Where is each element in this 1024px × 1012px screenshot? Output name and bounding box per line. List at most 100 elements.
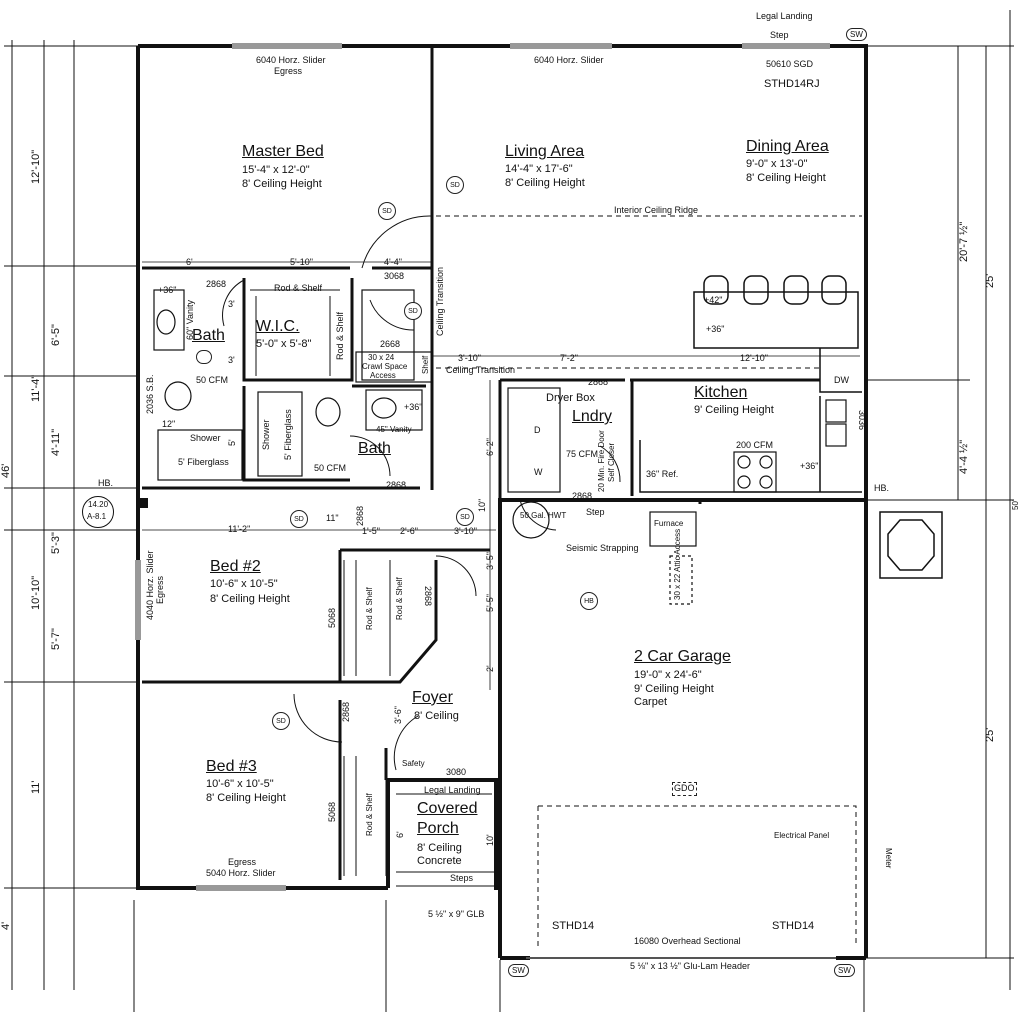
bath2-shower: Shower (261, 419, 271, 450)
porch-glb-beam: 5 ½" x 9" GLB (428, 909, 485, 919)
seismic-strapping: Seismic Strapping (566, 543, 639, 553)
left-dim-46: 46' (0, 463, 12, 478)
living-window-label: 6040 Horz. Slider (534, 55, 604, 65)
dim-2-6: 2'-6" (400, 526, 418, 536)
dim-12-10: 12'-10" (740, 353, 768, 363)
hall-rod-shelf: Rod & Shelf (395, 577, 404, 620)
section-number: 14.20 (88, 500, 109, 509)
dim-3-10: 3'-10" (458, 353, 481, 363)
shear-wall-top: SW (846, 28, 867, 41)
dim-10in: 10" (477, 498, 487, 512)
shear-wall-left: SW (508, 964, 529, 977)
dim-5: 5' (227, 439, 237, 446)
bath2-shower-mat: 5' Fiberglass (283, 409, 293, 460)
porch-material: Concrete (417, 855, 462, 867)
laundry-fire-door: 20 Min. Fire Door (597, 430, 606, 492)
ceiling-transition-vertical: Ceiling Transition (435, 266, 445, 336)
bed2-title: Bed #2 (210, 558, 261, 575)
bed2-ceiling: 8' Ceiling Height (210, 593, 290, 605)
dim-11-2: 11'-2" (228, 524, 251, 534)
legal-landing-top: Legal Landing (756, 11, 813, 21)
dim-11in: 11" (326, 513, 339, 523)
dim-3: 3' (228, 299, 235, 309)
porch-title: Covered (417, 800, 478, 817)
dishwasher-label: DW (834, 375, 849, 385)
meter-label: Meter (884, 848, 893, 869)
master-egress-label: Egress (274, 66, 303, 76)
bath1-shower: Shower (190, 433, 221, 443)
dim-2: 2' (485, 665, 495, 672)
bath1-plus36: +36" (158, 285, 177, 295)
bed2-closet-code: 5068 (327, 607, 337, 628)
bed3-rod-shelf: Rod & Shelf (365, 793, 374, 836)
bed3-egress: Egress (228, 857, 257, 867)
garage-door-opener: GDO (672, 782, 697, 796)
garage-title: 2 Car Garage (634, 648, 731, 665)
dim-5-10: 5'-10" (290, 257, 313, 267)
bed3-window: 5040 Horz. Slider (206, 868, 276, 878)
bath1-fan-icon (196, 350, 212, 364)
dim-2868-a: 2868 (206, 279, 227, 289)
smoke-detector-icon: SD (272, 712, 290, 730)
washer-label: W (534, 467, 543, 477)
dim-4-4: 4'-4" (384, 257, 402, 267)
section-sheet: A-8.1 (87, 512, 107, 521)
garage-sthd-right: STHD14 (772, 920, 815, 932)
dim-2868-e: 2868 (341, 701, 351, 722)
bed2-size: 10'-6" x 10'-5" (210, 578, 278, 590)
dim-3-6: 3'-6" (393, 706, 403, 724)
bar-stools (703, 275, 847, 305)
entry-door-code: 3080 (446, 767, 467, 777)
garage-header-spec: 5 ⅛" x 13 ½" Glu-Lam Header (630, 961, 750, 971)
dryer-label: D (534, 425, 541, 435)
electrical-panel: Electrical Panel (774, 831, 830, 840)
attic-access-label: 30 x 22 Attic Access (673, 528, 682, 600)
master-window-label: 6040 Horz. Slider (256, 55, 326, 65)
left-dim-4-11: 4'-11" (50, 428, 62, 456)
smoke-detector-icon: SD (446, 176, 464, 194)
ac-unit (879, 511, 943, 579)
door-swings (222, 215, 621, 771)
wic-rod-shelf-2: Rod & Shelf (335, 311, 345, 360)
dining-area-title: Dining Area (746, 138, 829, 155)
left-dim-5-3: 5'-3" (50, 532, 62, 554)
living-area-ceiling: 8' Ceiling Height (505, 177, 585, 189)
laundry-step: Step (586, 507, 605, 517)
heat-detector-icon: HB (580, 592, 598, 610)
hose-bib-marker (138, 498, 148, 508)
left-dim-6-5: 6'-5" (50, 324, 62, 346)
right-dim-25-top: 25' (984, 273, 996, 288)
smoke-detector-icon: SD (404, 302, 422, 320)
master-bed-title: Master Bed (242, 143, 324, 160)
wic-rod-shelf: Rod & Shelf (274, 283, 323, 293)
refrigerator-label: 36" Ref. (646, 469, 679, 479)
master-bed-size: 15'-4" x 12'-0" (242, 164, 310, 176)
smoke-detector-icon: SD (456, 508, 474, 526)
porch-legal-landing: Legal Landing (424, 785, 481, 795)
dining-area-ceiling: 8' Ceiling Height (746, 172, 826, 184)
bed3-size: 10'-6" x 10'-5" (206, 778, 274, 790)
wic-size: 5'-0" x 5'-8" (256, 338, 312, 350)
left-dim-11: 11' (30, 780, 42, 794)
bed2-egress: Egress (155, 575, 165, 604)
right-dim-25-bottom: 25' (984, 727, 996, 742)
right-dim-4-4: 4'-4 ½" (958, 439, 970, 474)
smoke-detector-icon: SD (378, 202, 396, 220)
porch-width: 10' (485, 834, 495, 846)
bath1-door-code: 2036 S.B. (145, 374, 155, 414)
range-hood-cfm: 200 CFM (736, 440, 774, 450)
laundry-fan: 75 CFM (566, 449, 599, 459)
laundry-self-closer: Self Closer (607, 442, 616, 482)
windows (135, 43, 836, 959)
bed3-closet-code: 5068 (327, 801, 337, 822)
laundry-title: Lndry (572, 408, 613, 425)
laundry-dryer-box: Dryer Box (546, 392, 595, 404)
interior-dimension-lines (142, 261, 860, 690)
kitchen-counter (639, 291, 862, 493)
kitchen-title: Kitchen (694, 384, 748, 401)
dim-7-2: 7'-2" (560, 353, 578, 363)
hose-bib-left: HB. (98, 478, 114, 488)
bath1-title: Bath (192, 327, 225, 344)
foyer-safety-glass: Safety (402, 759, 425, 768)
bath2-title: Bath (358, 440, 391, 457)
